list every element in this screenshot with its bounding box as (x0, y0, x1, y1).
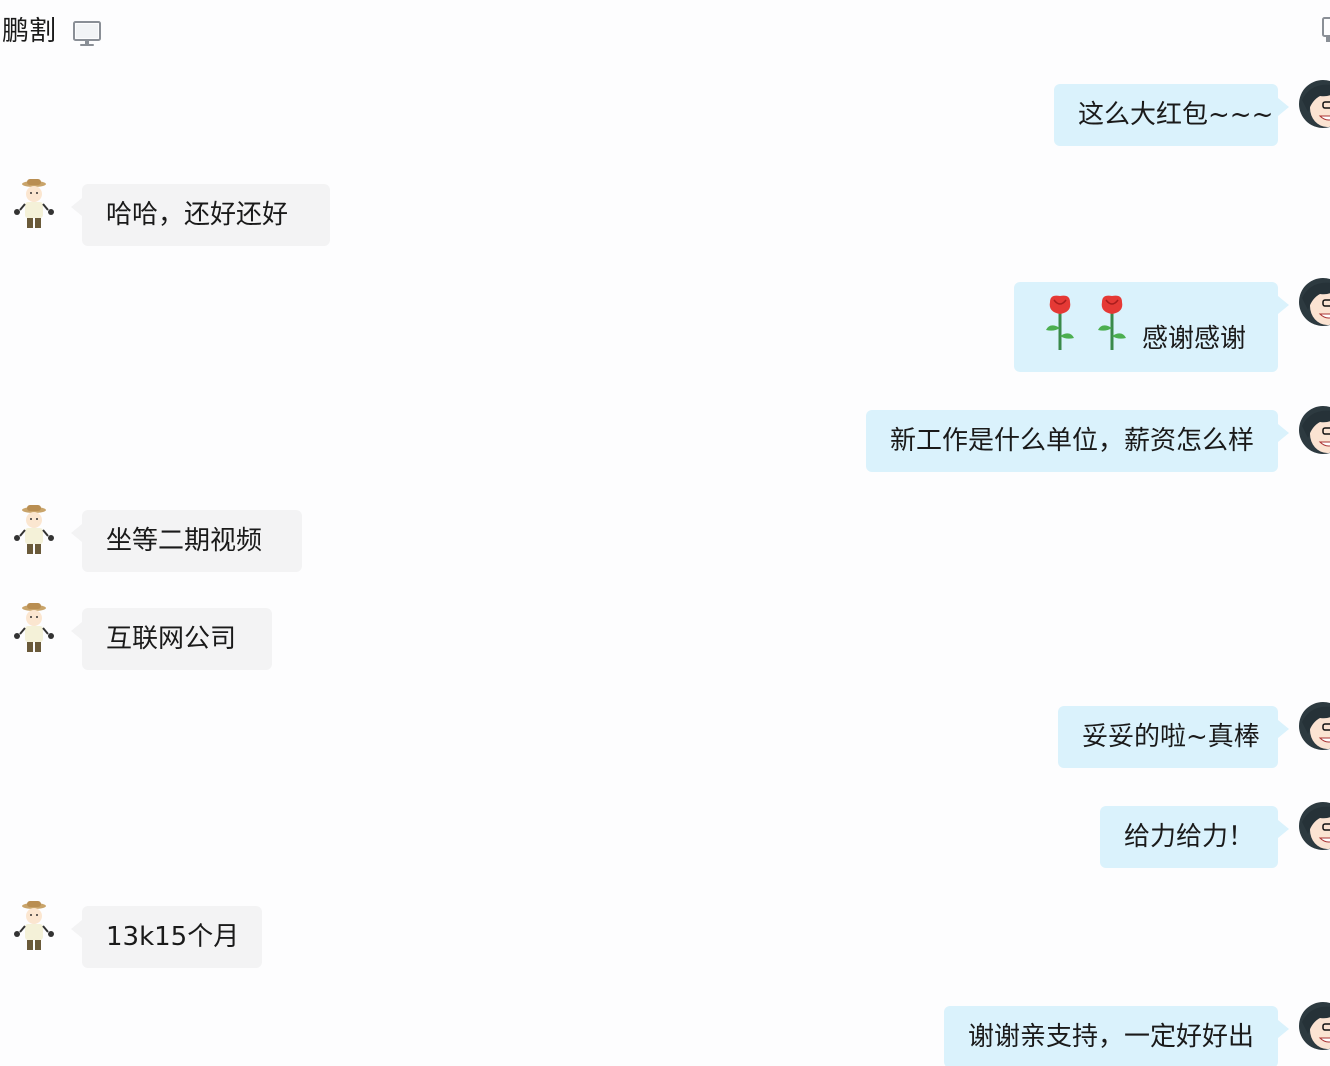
message-text: 互联网公司 (106, 624, 237, 654)
message-bubble[interactable]: 谢谢亲支持，一定好好出 (944, 1006, 1289, 1066)
self-avatar[interactable] (1298, 404, 1330, 456)
message-text: 13k15个月 (106, 922, 240, 952)
window-option-icon[interactable] (1322, 16, 1330, 46)
message-bubble[interactable]: 新工作是什么单位，薪资怎么样 (866, 410, 1289, 472)
message-text: 谢谢亲支持，一定好好出 (968, 1022, 1255, 1052)
self-avatar[interactable] (1298, 800, 1330, 852)
message-bubble[interactable]: 哈哈，还好还好 (71, 184, 330, 246)
contact-name[interactable]: 鹏割 (2, 16, 56, 47)
contact-avatar[interactable] (10, 602, 60, 656)
rose-icon (1098, 295, 1126, 350)
message-text: 新工作是什么单位，薪资怎么样 (890, 426, 1255, 456)
self-avatar[interactable] (1298, 1000, 1330, 1052)
message-text: 坐等二期视频 (106, 526, 263, 556)
message-text: 给力给力！ (1124, 822, 1255, 852)
message-text: 哈哈，还好还好 (106, 200, 289, 230)
self-avatar[interactable] (1298, 78, 1330, 130)
message-bubble[interactable]: 13k15个月 (71, 906, 262, 968)
self-avatar[interactable] (1298, 700, 1330, 752)
contact-avatar[interactable] (10, 504, 60, 558)
message-bubble[interactable]: 这么大红包~~~ (1054, 84, 1289, 146)
message-bubble[interactable]: 妥妥的啦~真棒 (1058, 706, 1289, 768)
message-text: 妥妥的啦~真棒 (1082, 722, 1260, 752)
message-text: 这么大红包~~~ (1078, 100, 1274, 130)
message-text: 感谢感谢 (1142, 324, 1247, 354)
message-bubble[interactable]: 感谢感谢 (1014, 282, 1289, 372)
contact-avatar[interactable] (10, 178, 60, 232)
self-avatar[interactable] (1298, 276, 1330, 328)
message-bubble[interactable]: 互联网公司 (71, 608, 272, 670)
rose-icon (1046, 295, 1074, 350)
contact-avatar[interactable] (10, 900, 60, 954)
chat-header: 鹏割 (0, 0, 1330, 66)
monitor-icon (73, 21, 101, 46)
message-bubble[interactable]: 给力给力！ (1100, 806, 1289, 868)
message-bubble[interactable]: 坐等二期视频 (71, 510, 302, 572)
